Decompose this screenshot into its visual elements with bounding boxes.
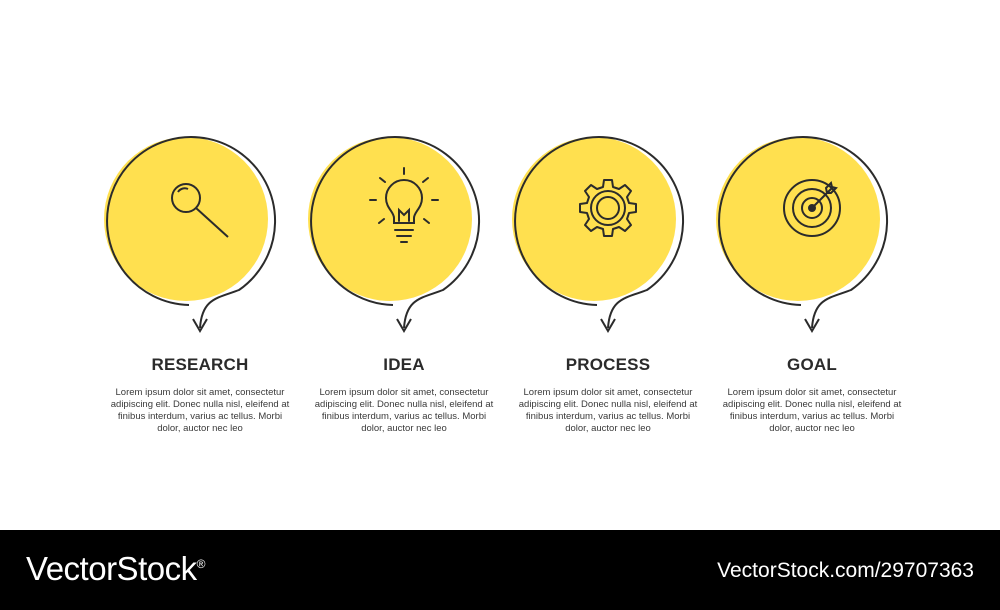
step-description: Lorem ipsum dolor sit amet, consectetur … — [722, 387, 902, 434]
step-idea: IDEA Lorem ipsum dolor sit amet, consect… — [302, 120, 506, 460]
step-graphic — [512, 136, 685, 333]
brand-name: VectorStock — [26, 550, 197, 587]
step-description: Lorem ipsum dolor sit amet, consectetur … — [518, 387, 698, 434]
yellow-circle — [716, 137, 880, 301]
brand-logo: VectorStock® — [26, 550, 205, 588]
step-title: IDEA — [383, 355, 425, 374]
step-title: RESEARCH — [151, 355, 249, 374]
watermark-footer: VectorStock® VectorStock.com/29707363 — [0, 530, 1000, 610]
yellow-circle — [104, 137, 268, 301]
infographic-canvas: RESEARCH Lorem ipsum dolor sit amet, con… — [98, 120, 914, 460]
gear-icon — [579, 179, 637, 237]
yellow-circle — [308, 137, 472, 301]
step-graphic — [716, 136, 889, 333]
target-icon — [783, 179, 841, 237]
step-title: GOAL — [787, 355, 837, 374]
arrow-head — [804, 318, 820, 333]
lightbulb-icon — [369, 167, 439, 243]
registered-mark: ® — [196, 557, 206, 571]
arrow-head — [600, 318, 616, 333]
step-graphic — [308, 136, 481, 333]
step-graphic — [104, 136, 277, 333]
step-process: PROCESS Lorem ipsum dolor sit amet, cons… — [506, 120, 710, 460]
arrow-head — [192, 318, 208, 333]
arrow-head — [396, 318, 412, 333]
step-description: Lorem ipsum dolor sit amet, consectetur … — [110, 387, 290, 434]
outline-arrow — [106, 136, 277, 329]
outline-arrow — [514, 136, 685, 329]
magnifier-icon — [171, 183, 229, 238]
outline-arrow — [310, 136, 481, 329]
step-title: PROCESS — [565, 355, 651, 374]
image-reference: VectorStock.com/29707363 — [717, 559, 974, 582]
step-description: Lorem ipsum dolor sit amet, consectetur … — [314, 387, 494, 434]
step-goal: GOAL Lorem ipsum dolor sit amet, consect… — [710, 120, 914, 460]
step-research: RESEARCH Lorem ipsum dolor sit amet, con… — [98, 120, 302, 460]
outline-arrow — [718, 136, 889, 329]
